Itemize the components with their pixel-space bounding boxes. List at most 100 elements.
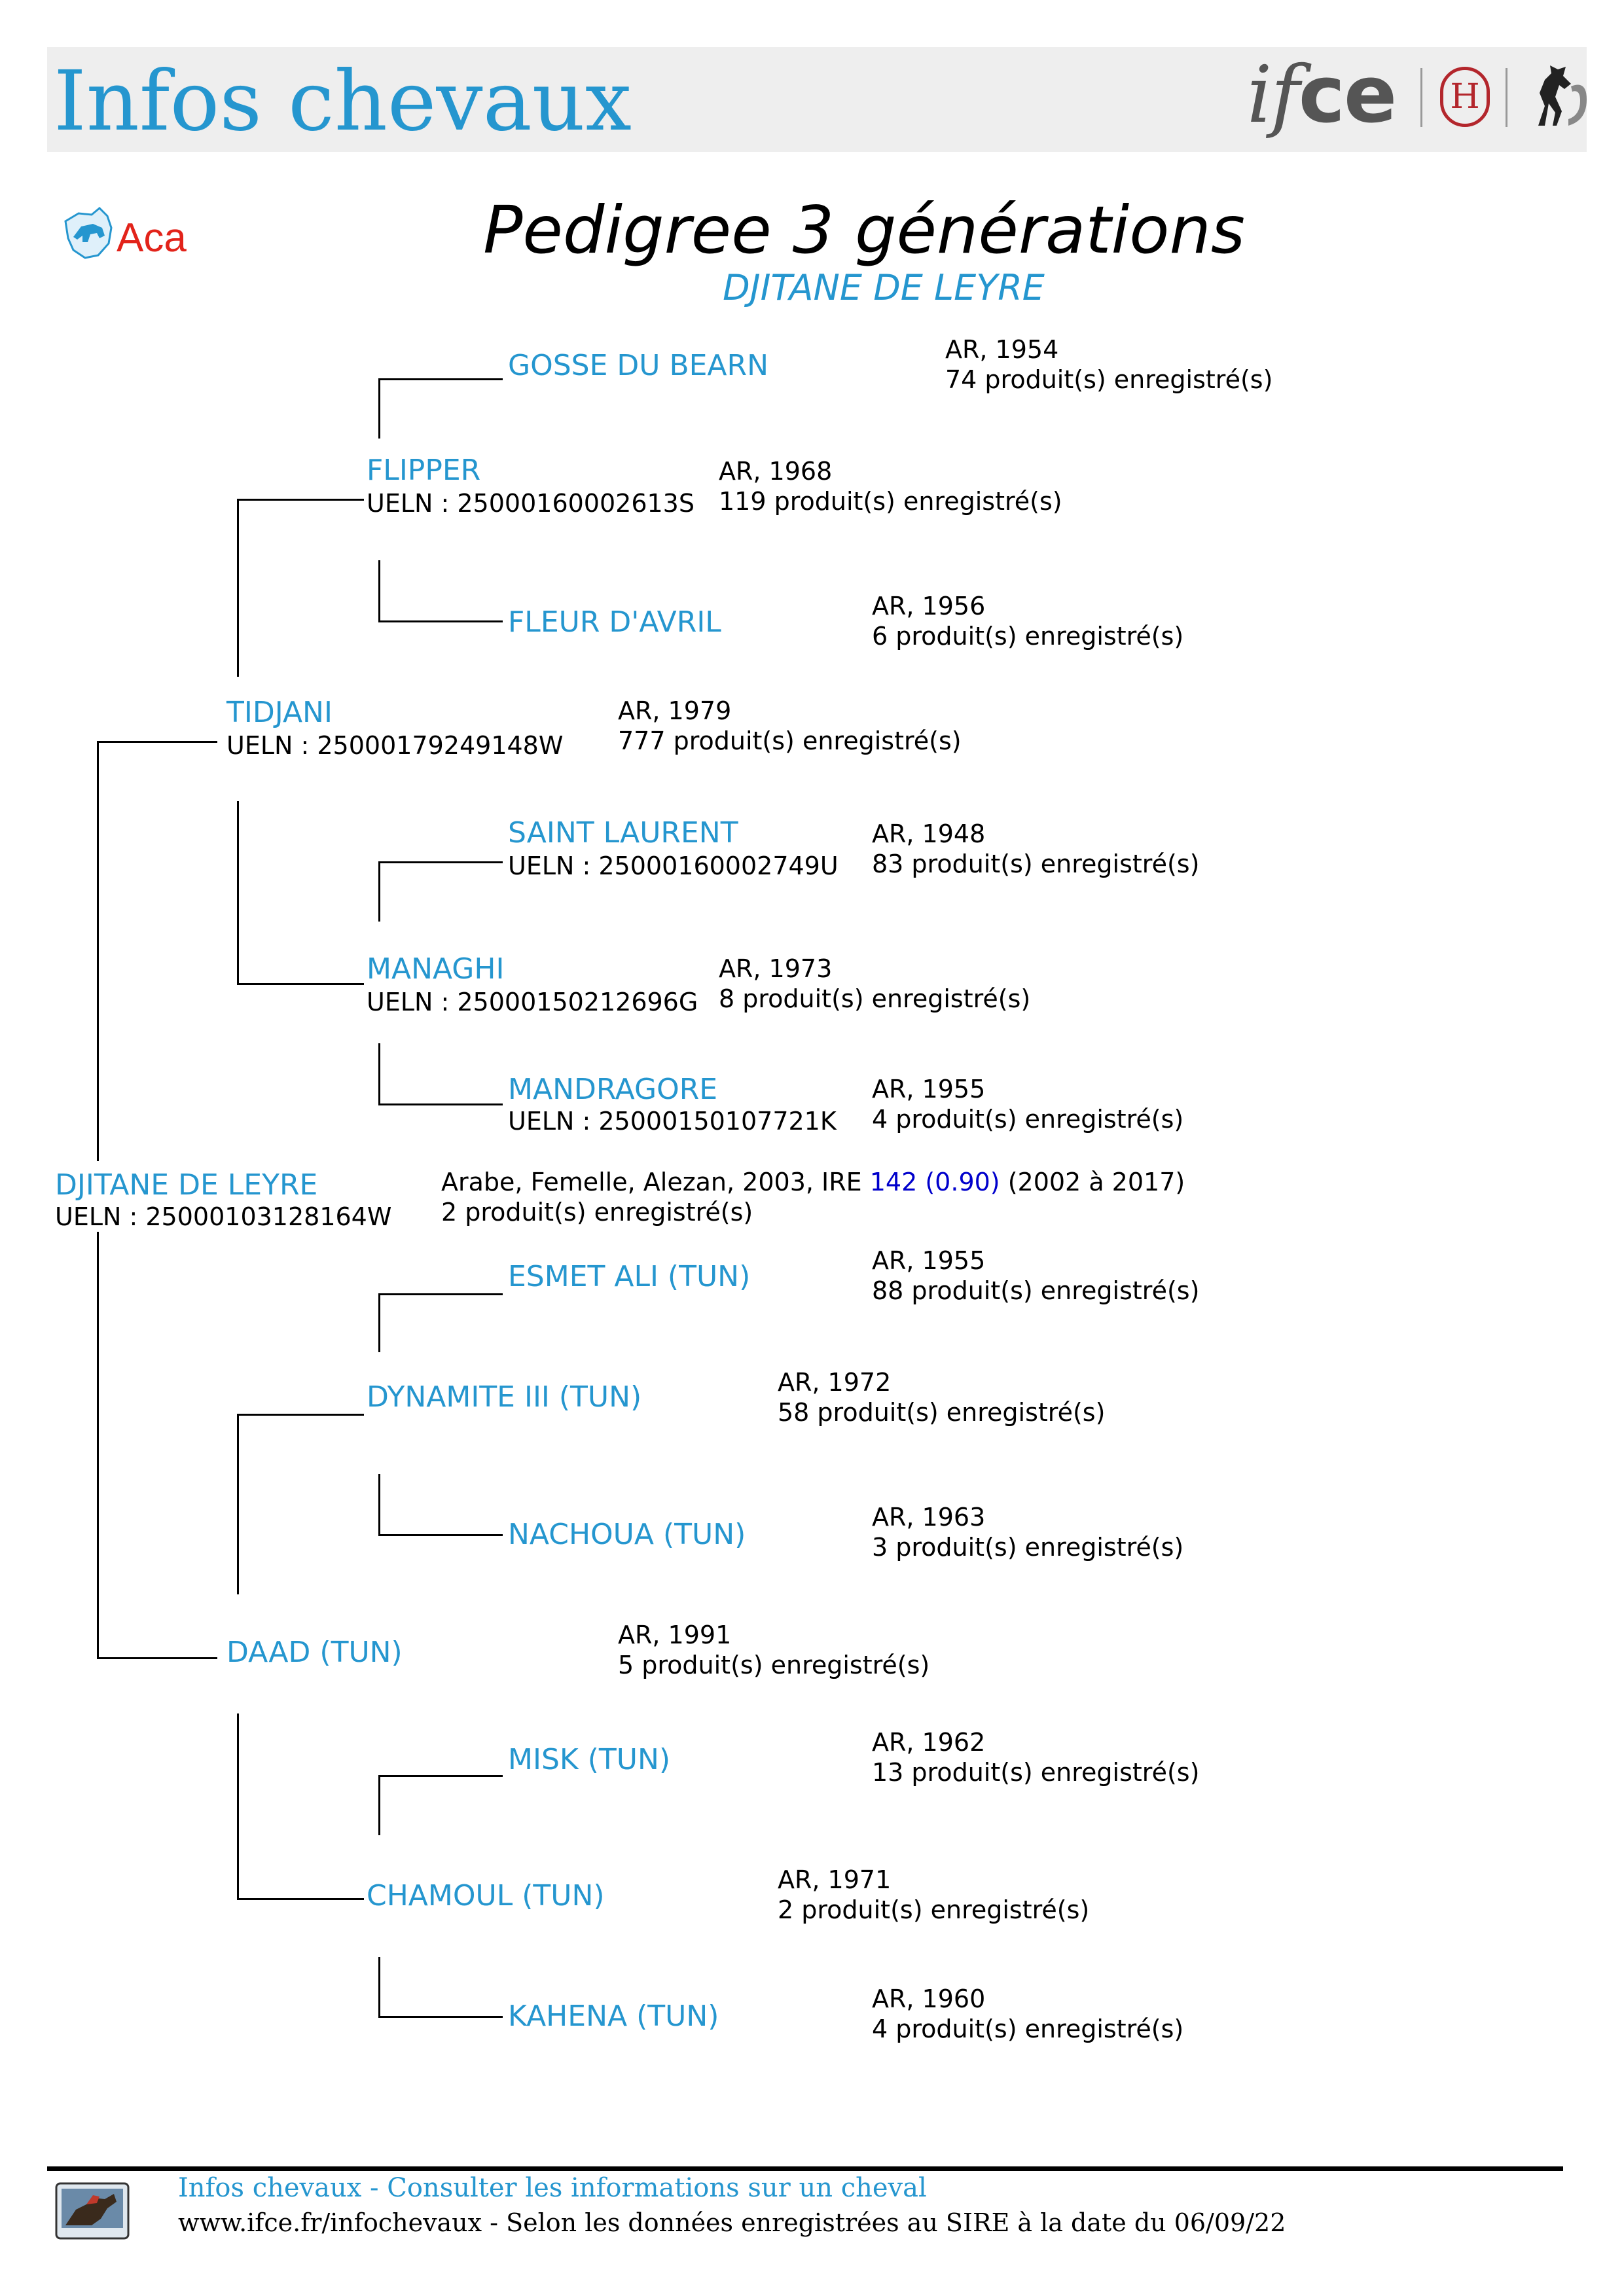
race-year: AR, 1972	[778, 1368, 892, 1397]
subject-details: Arabe, Femelle, Alezan, 2003, IRE 142 (0…	[441, 1168, 1185, 1198]
connector-line	[237, 1713, 239, 1899]
horse-name-link[interactable]: CHAMOUL (TUN)	[367, 1879, 605, 1912]
logo-ifce-if: if	[1247, 50, 1300, 141]
connector-line	[378, 1043, 380, 1105]
produits-count: 4 produit(s) enregistré(s)	[872, 1104, 1184, 1134]
horse-name-link[interactable]: TIDJANI	[226, 696, 333, 729]
horse-info: AR, 1956 6 produit(s) enregistré(s)	[872, 592, 1183, 651]
horse-photo-icon	[55, 2182, 130, 2240]
connector-line	[97, 741, 99, 1161]
race-year: AR, 1963	[872, 1503, 986, 1532]
produits-count: 777 produit(s) enregistré(s)	[618, 726, 962, 755]
horse-info: AR, 1948 83 produit(s) enregistré(s)	[872, 819, 1199, 879]
subject-info: Arabe, Femelle, Alezan, 2003, IRE 142 (0…	[441, 1168, 1185, 1227]
produits-count: 3 produit(s) enregistré(s)	[872, 1532, 1184, 1562]
logo-separator	[1420, 68, 1422, 127]
horse-info: AR, 1955 88 produit(s) enregistré(s)	[872, 1246, 1199, 1306]
ueln-number: UELN : 25000150107721K	[508, 1107, 837, 1136]
produits-count: 2 produit(s) enregistré(s)	[441, 1197, 753, 1227]
race-year: AR, 1954	[945, 335, 1059, 364]
connector-line	[97, 1657, 217, 1659]
race-year: AR, 1991	[618, 1621, 732, 1649]
horse-info: AR, 1963 3 produit(s) enregistré(s)	[872, 1503, 1183, 1562]
produits-count: 119 produit(s) enregistré(s)	[719, 486, 1062, 516]
aca-logo: Aca	[64, 206, 187, 260]
connector-line	[378, 1775, 380, 1835]
subject-horse-name[interactable]: DJITANE DE LEYRE	[55, 1168, 318, 1202]
produits-count: 83 produit(s) enregistré(s)	[872, 849, 1200, 878]
connector-line	[237, 1414, 239, 1594]
horse-name-link[interactable]: SAINT LAURENT	[508, 816, 738, 850]
connector-line	[97, 741, 217, 743]
connector-line	[378, 378, 503, 380]
horse-name-link[interactable]: KAHENA (TUN)	[508, 2000, 719, 2033]
connector-line	[378, 1775, 503, 1777]
horse-info: AR, 1968 119 produit(s) enregistré(s)	[719, 457, 1062, 516]
race-year: AR, 1960	[872, 1984, 986, 2013]
connector-line	[378, 861, 380, 922]
horse-info: AR, 1955 4 produit(s) enregistré(s)	[872, 1075, 1183, 1134]
produits-count: 88 produit(s) enregistré(s)	[872, 1276, 1200, 1305]
produits-count: 8 produit(s) enregistré(s)	[719, 984, 1031, 1013]
produits-count: 6 produit(s) enregistré(s)	[872, 621, 1184, 651]
connector-line	[378, 378, 380, 439]
horse-info: AR, 1954 74 produit(s) enregistré(s)	[945, 335, 1272, 395]
produits-count: 4 produit(s) enregistré(s)	[872, 2014, 1184, 2043]
horse-info: AR, 1991 5 produit(s) enregistré(s)	[618, 1621, 929, 1680]
connector-line	[378, 620, 503, 622]
horse-name-link[interactable]: ESMET ALI (TUN)	[508, 1260, 751, 1293]
produits-count: 13 produit(s) enregistré(s)	[872, 1757, 1200, 1787]
race-year: AR, 1971	[778, 1865, 892, 1894]
connector-line	[378, 1293, 380, 1352]
page-subtitle: DJITANE DE LEYRE	[723, 267, 1045, 308]
haras-logo: H	[1440, 67, 1490, 127]
horse-info: AR, 1973 8 produit(s) enregistré(s)	[719, 954, 1030, 1014]
horse-name-link[interactable]: FLIPPER	[367, 454, 481, 487]
ueln-number: UELN : 25000179249148W	[226, 731, 564, 760]
race-year: AR, 1956	[872, 592, 986, 620]
site-title: Infos chevaux	[54, 53, 632, 149]
horse-name-link[interactable]: DYNAMITE III (TUN)	[367, 1380, 642, 1414]
horse-name-link[interactable]: MISK (TUN)	[508, 1743, 671, 1776]
produits-count: 74 produit(s) enregistré(s)	[945, 365, 1273, 394]
connector-line	[378, 560, 380, 622]
connector-line	[237, 983, 364, 985]
aca-logo-text: Aca	[117, 215, 187, 260]
footer-line-1: Infos chevaux - Consulter les informatio…	[178, 2173, 927, 2203]
logo-separator	[1506, 68, 1507, 127]
connector-line	[378, 1534, 503, 1536]
horse-info: AR, 1972 58 produit(s) enregistré(s)	[778, 1368, 1105, 1427]
horse-info: AR, 1971 2 produit(s) enregistré(s)	[778, 1865, 1089, 1925]
connector-line	[97, 1232, 99, 1659]
race-year: AR, 1955	[872, 1246, 986, 1275]
subject-breed-sex-color: Arabe, Femelle, Alezan, 2003, IRE	[441, 1168, 870, 1196]
horse-name-link[interactable]: FLEUR D'AVRIL	[508, 605, 721, 639]
horse-info: AR, 1960 4 produit(s) enregistré(s)	[872, 1984, 1183, 2044]
connector-line	[378, 861, 503, 863]
ire-value-link[interactable]: 142 (0.90)	[869, 1168, 1000, 1196]
horse-name-link[interactable]: GOSSE DU BEARN	[508, 349, 769, 382]
ueln-number: UELN : 25000150212696G	[367, 988, 698, 1016]
ueln-number: UELN : 25000160002749U	[508, 852, 839, 880]
connector-line	[378, 1103, 503, 1105]
race-year: AR, 1948	[872, 819, 986, 848]
ifce-logo: ifce	[1247, 50, 1398, 141]
horse-name-link[interactable]: DAAD (TUN)	[226, 1636, 403, 1669]
connector-line	[378, 2016, 503, 2018]
connector-line	[237, 499, 364, 501]
horse-logo-icon	[1538, 65, 1587, 126]
race-year: AR, 1962	[872, 1728, 986, 1757]
horse-name-link[interactable]: MANDRAGORE	[508, 1073, 718, 1106]
logo-ifce-ce: ce	[1298, 50, 1398, 141]
race-year: AR, 1955	[872, 1075, 986, 1103]
horse-name-link[interactable]: MANAGHI	[367, 952, 505, 986]
header-bar	[47, 47, 1587, 152]
horse-name-link[interactable]: NACHOUA (TUN)	[508, 1518, 746, 1551]
footer-line-2: www.ifce.fr/infochevaux - Selon les donn…	[178, 2208, 1286, 2237]
horse-info: AR, 1979 777 produit(s) enregistré(s)	[618, 696, 962, 756]
produits-count: 2 produit(s) enregistré(s)	[778, 1895, 1090, 1924]
race-year: AR, 1968	[719, 457, 833, 486]
connector-line	[237, 499, 239, 677]
produits-count: 5 produit(s) enregistré(s)	[618, 1650, 930, 1679]
ueln-number: UELN : 25000103128164W	[55, 1202, 392, 1231]
